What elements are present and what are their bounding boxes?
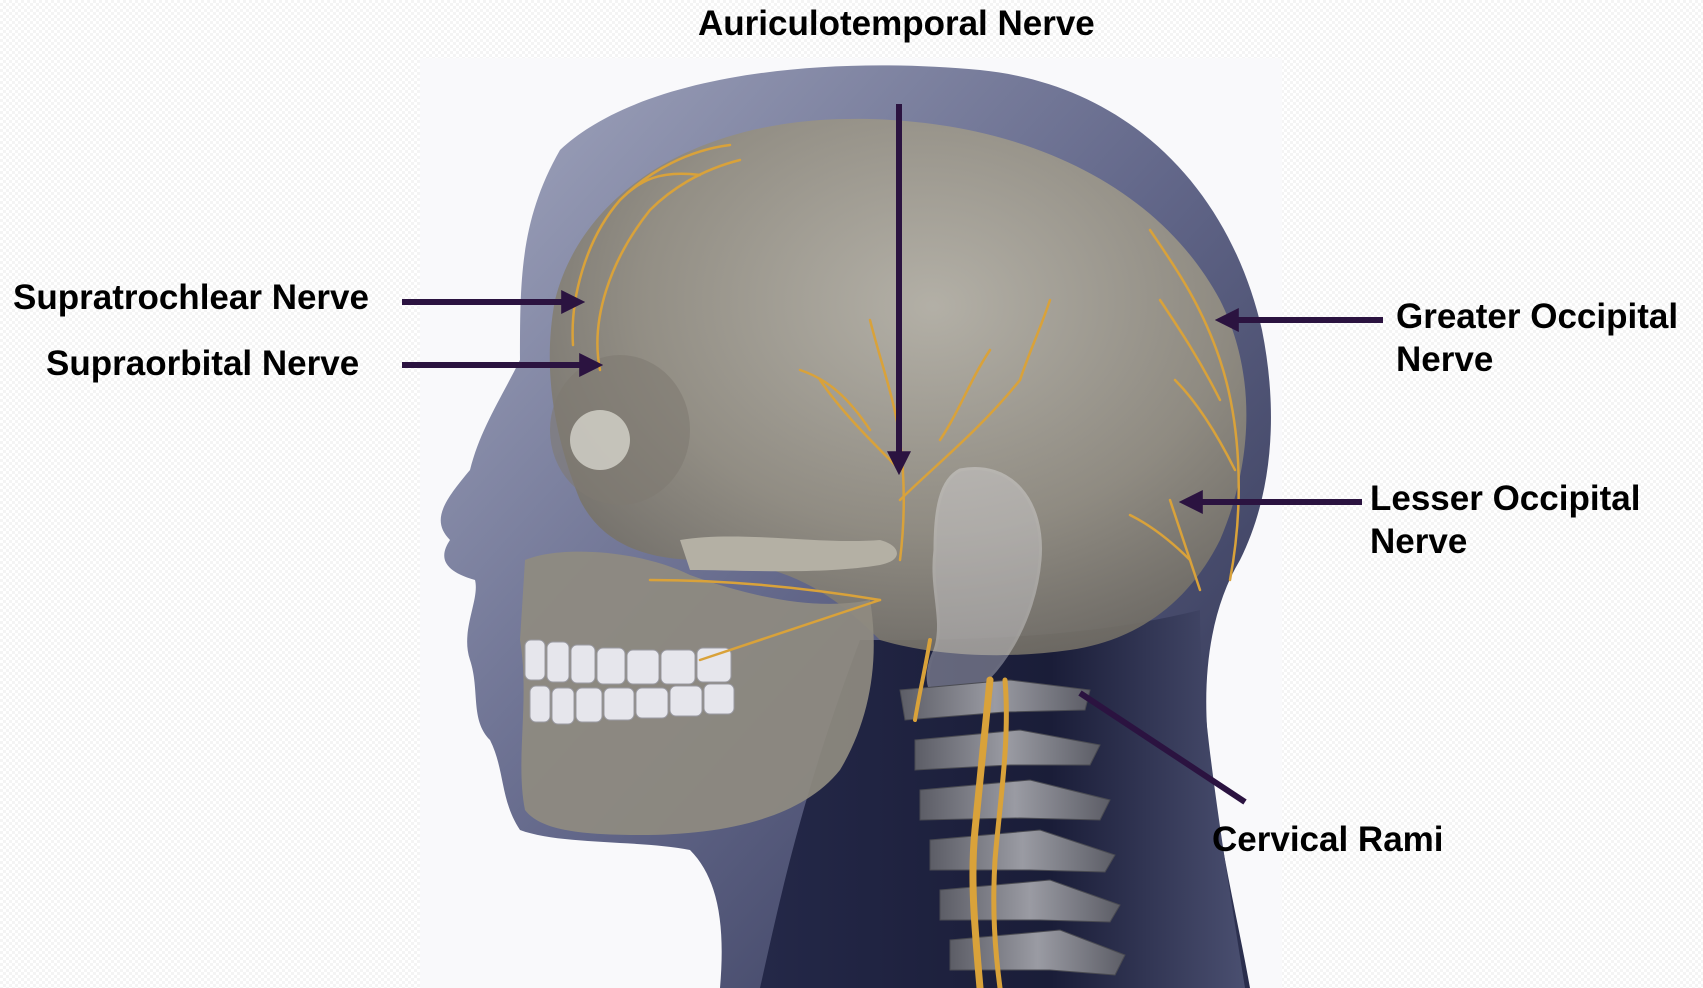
label-auriculotemporal-nerve: Auriculotemporal Nerve xyxy=(698,2,1095,45)
zygomatic-arch xyxy=(680,536,897,571)
label-greater-occipital-nerve: Greater Occipital Nerve xyxy=(1396,295,1678,381)
label-greater-occipital-line2: Nerve xyxy=(1396,338,1678,381)
label-greater-occipital-line1: Greater Occipital xyxy=(1396,295,1678,338)
label-supraorbital-nerve: Supraorbital Nerve xyxy=(46,342,359,385)
label-cervical-rami: Cervical Rami xyxy=(1212,818,1444,861)
label-lesser-occipital-line2: Nerve xyxy=(1370,520,1640,563)
label-supratrochlear-nerve: Supratrochlear Nerve xyxy=(13,276,369,319)
label-lesser-occipital-line1: Lesser Occipital xyxy=(1370,477,1640,520)
label-lesser-occipital-nerve: Lesser Occipital Nerve xyxy=(1370,477,1640,563)
